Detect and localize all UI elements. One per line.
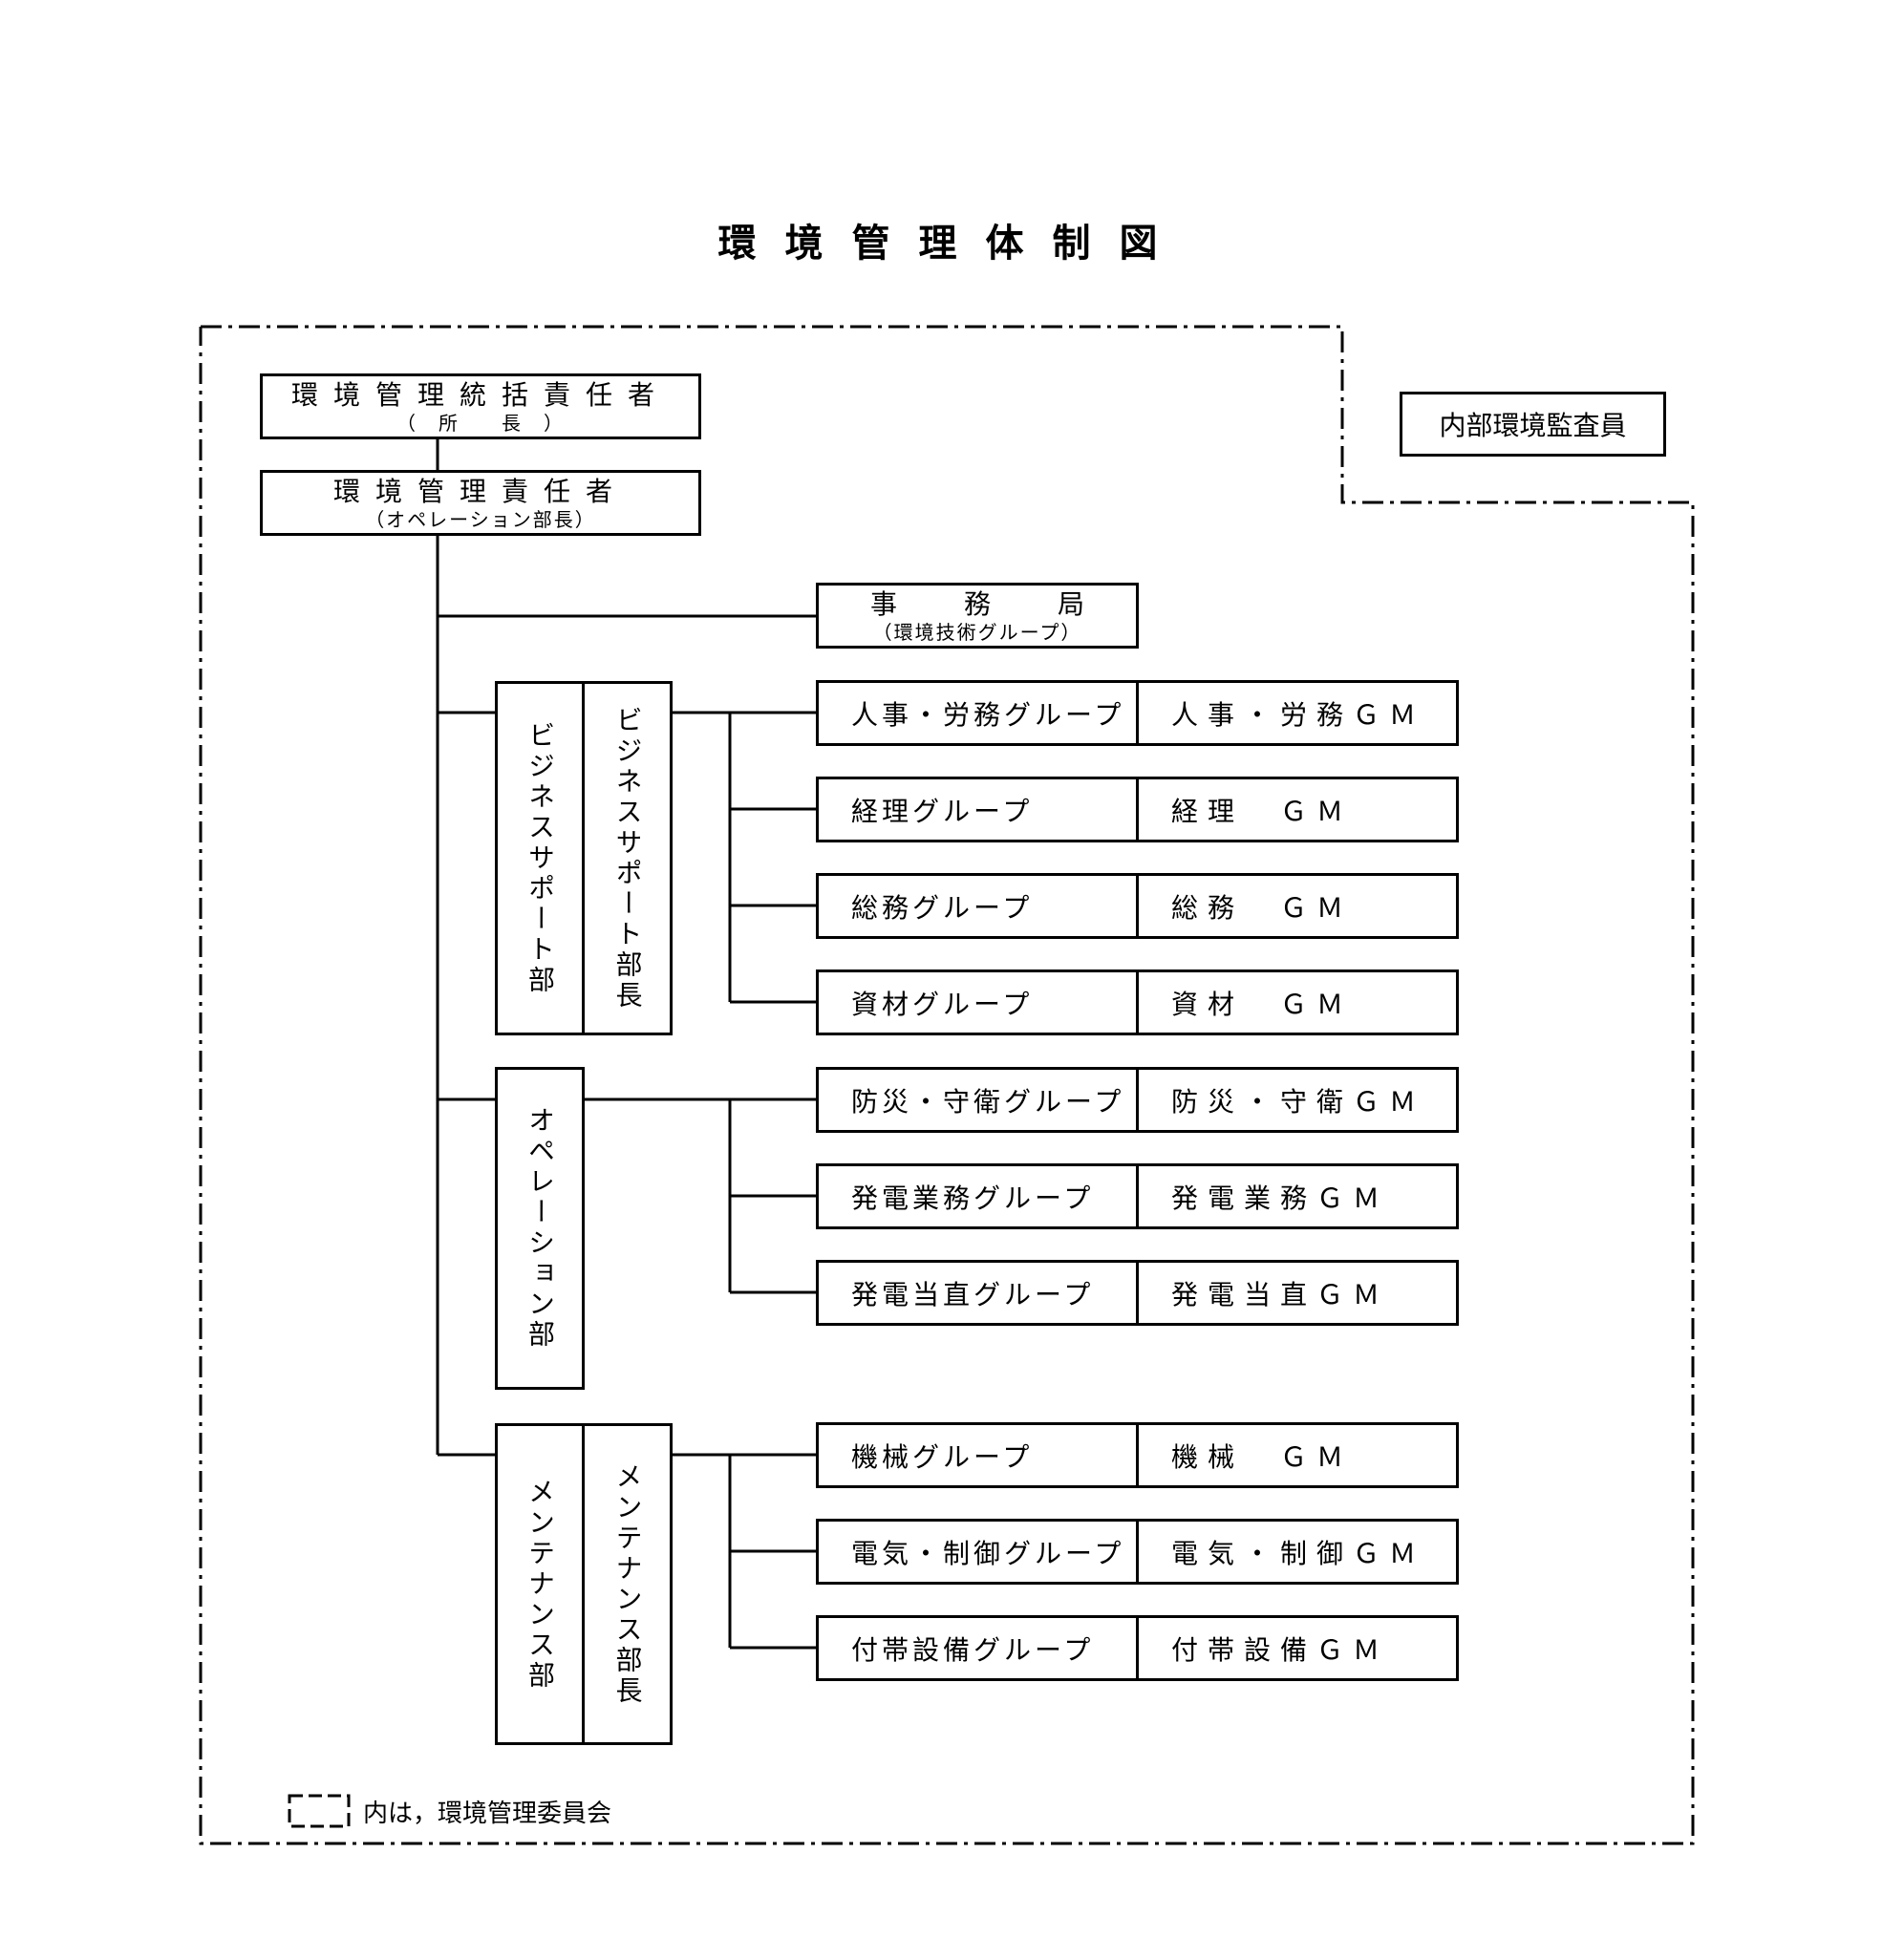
group-name: 発電業務グループ (851, 1182, 1095, 1214)
gm-name: 発電当直ＧＭ (1171, 1278, 1390, 1310)
group-box: 総務グループ (816, 873, 1139, 939)
diagram-title: 環境管理体制図 (717, 222, 1187, 266)
group-name: 電気・制御グループ (851, 1537, 1125, 1569)
gm-name: 経理 ＧＭ (1171, 795, 1354, 827)
dept-maintenance-head-name: メンテナンス部長 (611, 1461, 644, 1707)
dept-business-support-head: ビジネスサポート部長 (582, 681, 673, 1035)
group-name: 防災・守衛グループ (851, 1085, 1125, 1118)
gm-name: 電気・制御ＧＭ (1171, 1537, 1426, 1569)
gm-name: 総務 ＧＭ (1171, 891, 1354, 924)
secretariat-sub: （環境技術グループ） (872, 621, 1082, 644)
gm-box: 人事・労務ＧＭ (1136, 680, 1459, 746)
manager-sub: （オペレーション部長） (365, 508, 596, 531)
dept-operation: オペレーション部 (495, 1067, 585, 1390)
auditor-label: 内部環境監査員 (1439, 410, 1627, 441)
group-name: 経理グループ (851, 795, 1034, 827)
group-name: 総務グループ (851, 891, 1034, 924)
dept-maintenance: メンテナンス部 (495, 1423, 585, 1745)
group-box: 資材グループ (816, 969, 1139, 1035)
gm-name: 付帯設備ＧＭ (1171, 1633, 1390, 1666)
group-box: 付帯設備グループ (816, 1615, 1139, 1681)
group-name: 人事・労務グループ (851, 698, 1125, 731)
gm-name: 資材 ＧＭ (1171, 988, 1354, 1020)
group-box: 経理グループ (816, 777, 1139, 842)
group-name: 付帯設備グループ (851, 1633, 1095, 1666)
group-box: 防災・守衛グループ (816, 1067, 1139, 1133)
group-box: 機械グループ (816, 1422, 1139, 1488)
group-box: 人事・労務グループ (816, 680, 1139, 746)
committee-boundary (199, 325, 1695, 1845)
secretariat-name: 事務局 (869, 588, 1151, 620)
gm-name: 機械 ＧＭ (1171, 1440, 1354, 1473)
gm-box: 防災・守衛ＧＭ (1136, 1067, 1459, 1133)
secretariat-box: 事務局 （環境技術グループ） (816, 583, 1139, 649)
dept-business-support-head-name: ビジネスサポート部長 (611, 705, 644, 1012)
legend-text: 内は，環境管理委員会 (363, 1800, 612, 1828)
group-box: 発電当直グループ (816, 1260, 1139, 1326)
gm-box: 総務 ＧＭ (1136, 873, 1459, 939)
group-box: 電気・制御グループ (816, 1519, 1139, 1585)
group-box: 発電業務グループ (816, 1163, 1139, 1229)
group-name: 機械グループ (851, 1440, 1034, 1473)
top-manager-box: 環境管理統括責任者 （ 所 長 ） (260, 373, 701, 439)
gm-box: 電気・制御ＧＭ (1136, 1519, 1459, 1585)
gm-box: 付帯設備ＧＭ (1136, 1615, 1459, 1681)
gm-name: 防災・守衛ＧＭ (1171, 1085, 1426, 1118)
manager-box: 環境管理責任者 （オペレーション部長） (260, 470, 701, 536)
gm-box: 発電当直ＧＭ (1136, 1260, 1459, 1326)
top-manager-sub: （ 所 長 ） (396, 412, 565, 435)
dept-business-support-name: ビジネスサポート部 (524, 720, 556, 996)
gm-box: 経理 ＧＭ (1136, 777, 1459, 842)
gm-box: 機械 ＧＭ (1136, 1422, 1459, 1488)
gm-name: 発電業務ＧＭ (1171, 1182, 1390, 1214)
dept-business-support: ビジネスサポート部 (495, 681, 585, 1035)
group-name: 発電当直グループ (851, 1278, 1095, 1310)
dept-operation-name: オペレーション部 (524, 1106, 556, 1351)
auditor-box: 内部環境監査員 (1400, 392, 1666, 457)
dept-maintenance-head: メンテナンス部長 (582, 1423, 673, 1745)
legend-sample-box (288, 1794, 351, 1828)
gm-box: 発電業務ＧＭ (1136, 1163, 1459, 1229)
gm-box: 資材 ＧＭ (1136, 969, 1459, 1035)
dept-maintenance-name: メンテナンス部 (524, 1477, 556, 1692)
top-manager-name: 環境管理統括責任者 (290, 379, 670, 411)
group-name: 資材グループ (851, 988, 1034, 1020)
gm-name: 人事・労務ＧＭ (1171, 698, 1426, 731)
manager-name: 環境管理責任者 (332, 476, 628, 507)
